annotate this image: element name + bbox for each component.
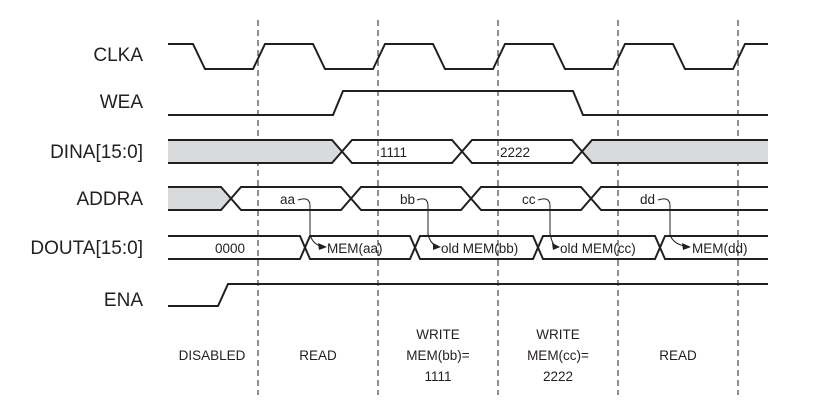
arrowhead-icon (682, 243, 691, 250)
phase-write-cc-line3: 2222 (543, 369, 573, 384)
signal-labels: CLKA WEA DINA[15:0] ADDRA DOUTA[15:0] EN… (30, 45, 143, 311)
phase-write-cc-line1: WRITE (536, 327, 580, 342)
phase-disabled: DISABLED (179, 348, 246, 363)
phase-write-bb-line1: WRITE (416, 327, 460, 342)
dependency-arrow (297, 198, 321, 247)
addra-bus: aa bb cc dd (168, 186, 768, 211)
douta-label: DOUTA[15:0] (30, 238, 143, 259)
dina-label: DINA[15:0] (50, 142, 143, 163)
dependency-arrow (416, 198, 437, 247)
ena-label: ENA (104, 290, 143, 311)
addra-value: cc (522, 192, 536, 207)
phase-write-cc-line2: MEM(cc)= (527, 348, 589, 363)
douta-bus: 0000 MEM(aa) old MEM(bb) old MEM(cc) MEM… (168, 235, 768, 260)
douta-value: MEM(dd) (692, 241, 748, 256)
addra-idle-region (168, 187, 231, 210)
phase-labels: DISABLED READ WRITE MEM(bb)= 1111 WRITE … (179, 327, 697, 384)
clka-waveform (168, 43, 768, 70)
arrowhead-icon (433, 243, 441, 250)
dependency-arrow (537, 198, 556, 247)
ena-waveform (168, 283, 768, 307)
arrowhead-icon (318, 243, 327, 250)
bus-edge (168, 139, 768, 164)
cycle-guides (257, 20, 739, 395)
bus-edge (168, 186, 768, 211)
douta-value: old MEM(cc) (560, 241, 636, 256)
addra-value: aa (280, 192, 296, 207)
dependency-arrow (657, 198, 685, 247)
bus-edge (168, 235, 768, 260)
phase-write-bb-line2: MEM(bb)= (406, 348, 470, 363)
douta-value: old MEM(bb) (441, 241, 518, 256)
dina-idle-region (168, 140, 342, 163)
addra-value: dd (640, 192, 655, 207)
dependency-arrows (297, 198, 691, 250)
addra-label: ADDRA (76, 189, 143, 210)
phase-read: READ (659, 348, 697, 363)
dina-value: 1111 (380, 145, 407, 160)
dina-idle-region (582, 140, 768, 163)
phase-write-bb-line3: 1111 (424, 369, 451, 384)
clka-label: CLKA (93, 45, 143, 66)
arrowhead-icon (552, 243, 560, 250)
dina-value: 2222 (500, 145, 530, 160)
douta-value: 0000 (215, 241, 245, 256)
phase-read: READ (299, 348, 337, 363)
dina-bus: 1111 2222 (168, 139, 768, 164)
addra-value: bb (400, 192, 415, 207)
douta-value: MEM(aa) (327, 241, 383, 256)
wea-waveform (168, 90, 768, 116)
wea-label: WEA (100, 92, 144, 113)
